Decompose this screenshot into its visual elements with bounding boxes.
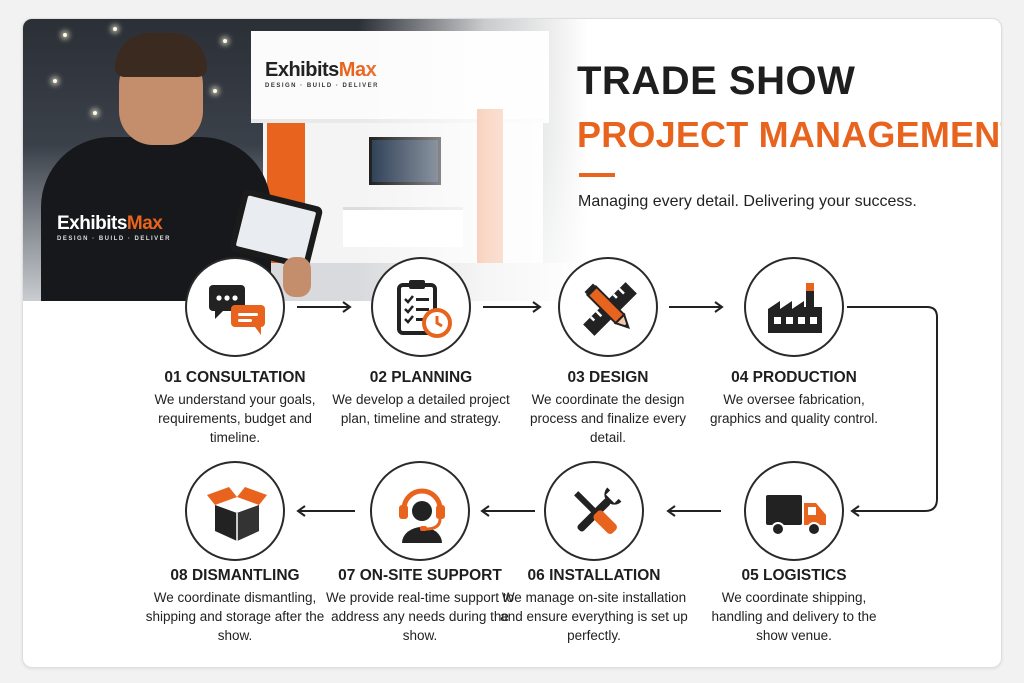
chat-bubbles-icon [209, 285, 265, 335]
connector-arrow-3-4 [669, 301, 724, 313]
step-08-icon-circle [185, 461, 285, 561]
hero-fade-overlay [358, 19, 588, 301]
connector-arrow-7-8 [296, 505, 355, 517]
factory-icon [768, 283, 822, 333]
headset-support-icon [399, 488, 445, 543]
step-07-icon-circle [370, 461, 470, 561]
connector-arrow-5-6 [666, 505, 721, 517]
step-07-description: We provide real-time support to address … [325, 590, 515, 643]
step-06-icon-circle [544, 461, 644, 561]
step-05-title: 05 LOGISTICS [741, 567, 847, 584]
step-01-title: 01 CONSULTATION [164, 369, 306, 386]
step-04-icon-circle [744, 257, 844, 357]
infographic-card: ExhibitsMax DESIGN · BUILD · DELIVER Exh… [22, 18, 1002, 668]
pencil-ruler-icon [583, 282, 637, 336]
step-03-description: We coordinate the design process and fin… [529, 392, 687, 445]
page-title-line1: TRADE SHOW [577, 59, 856, 103]
open-box-icon [207, 487, 267, 541]
step-04-title: 04 PRODUCTION [731, 369, 857, 386]
step-02-description: We develop a detailed project plan, time… [332, 392, 510, 426]
clipboard-clock-icon [397, 280, 452, 338]
connector-arrow-2-3 [483, 301, 542, 313]
step-01-description: We understand your goals, requirements, … [154, 392, 316, 445]
step-08-description: We coordinate dismantling, shipping and … [145, 590, 325, 643]
step-05-icon-circle [744, 461, 844, 561]
step-03-icon-circle [558, 257, 658, 357]
hero-photo: ExhibitsMax DESIGN · BUILD · DELIVER Exh… [23, 19, 588, 301]
step-06-title: 06 INSTALLATION [527, 567, 661, 584]
connector-arrow-4-5 [847, 306, 938, 517]
step-07-title: 07 ON-SITE SUPPORT [338, 567, 502, 584]
truck-icon [766, 495, 826, 536]
connector-arrow-6-7 [480, 505, 535, 517]
step-05-description: We coordinate shipping, handling and del… [711, 590, 877, 643]
step-03-title: 03 DESIGN [567, 369, 649, 386]
step-01-icon-circle [185, 257, 285, 357]
page-subtitle: Managing every detail. Delivering your s… [578, 193, 917, 210]
jacket-logo: ExhibitsMax DESIGN · BUILD · DELIVER [57, 213, 172, 242]
person-hand [283, 257, 311, 297]
step-06-description: We manage on-site installation and ensur… [500, 590, 688, 643]
connector-arrow-1-2 [297, 301, 352, 313]
step-02-icon-circle [371, 257, 471, 357]
title-accent-rule [579, 173, 615, 177]
person-hair [115, 33, 207, 77]
wrench-screwdriver-icon [574, 487, 622, 534]
step-04-description: We oversee fabrication, graphics and qua… [709, 392, 879, 426]
step-08-title: 08 DISMANTLING [170, 567, 300, 584]
step-02-title: 02 PLANNING [369, 369, 473, 386]
page-title-line2: PROJECT MANAGEMENT [577, 114, 1002, 155]
